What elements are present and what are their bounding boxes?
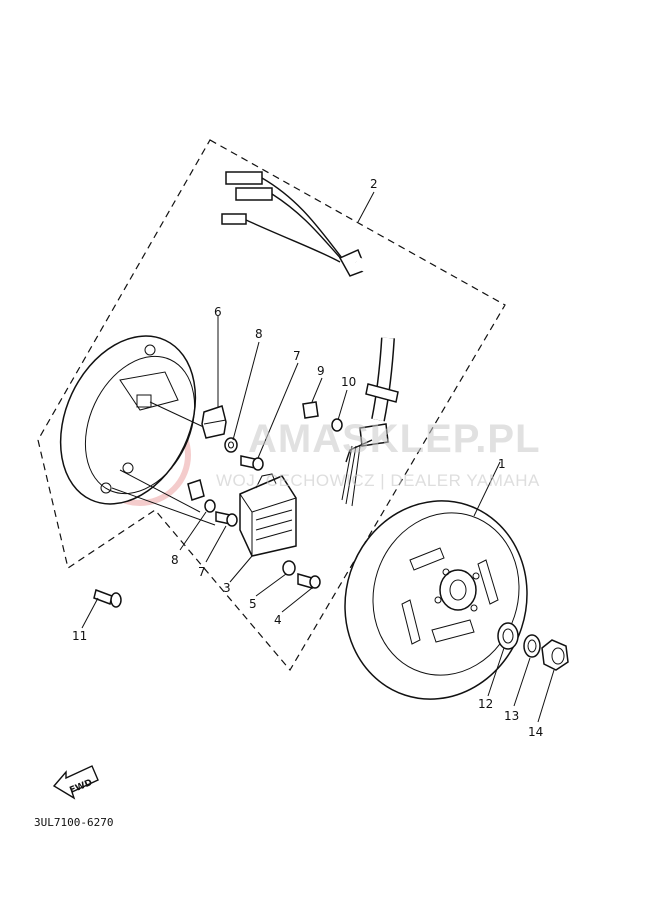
nut-part-14 (541, 639, 569, 671)
callout-7-upper: 7 (293, 349, 301, 363)
leader-lines (81, 191, 555, 723)
stator-plate (59, 335, 216, 526)
callout-13: 13 (504, 709, 519, 723)
callout-2: 2 (370, 177, 378, 191)
callout-8-upper: 8 (255, 327, 263, 341)
screw-part-7-lower (215, 511, 238, 527)
lock-washer-part-13 (523, 634, 541, 658)
flywheel-rotor-part-1 (344, 500, 528, 700)
assembly-boundary (37, 139, 506, 672)
callout-3: 3 (223, 581, 231, 595)
pickup-coil-part-6 (201, 405, 227, 439)
callout-7-lower: 7 (198, 565, 206, 579)
washer-part-5 (282, 560, 296, 576)
callout-8-lower: 8 (171, 553, 179, 567)
washer-part-10 (331, 418, 343, 432)
callout-11: 11 (72, 629, 87, 643)
callout-5: 5 (249, 597, 257, 611)
charging-coil-part-3 (239, 473, 297, 557)
washer-part-8-upper (224, 437, 238, 453)
callout-6: 6 (214, 305, 222, 319)
clamp-bracket (187, 479, 205, 501)
washer-part-8-lower (204, 499, 216, 513)
callout-12: 12 (478, 697, 493, 711)
part-code: 3UL7100-6270 (34, 816, 113, 829)
callout-4: 4 (274, 613, 282, 627)
screw-part-4 (297, 573, 321, 589)
callout-1: 1 (498, 457, 506, 471)
washer-part-12 (497, 622, 519, 650)
callout-9: 9 (317, 364, 325, 378)
watermark-subtitle: WOJ. CECHOWICZ | DEALER YAMAHA (216, 471, 540, 490)
fwd-arrow-icon: FWD (52, 765, 99, 800)
callout-14: 14 (528, 725, 543, 739)
bolt-part-9 (302, 401, 319, 419)
screw-part-11 (93, 589, 122, 608)
wiring-harness-part-2 (221, 171, 404, 507)
watermark-title: AMASKLEP.PL (248, 417, 541, 461)
callout-10: 10 (341, 375, 356, 389)
